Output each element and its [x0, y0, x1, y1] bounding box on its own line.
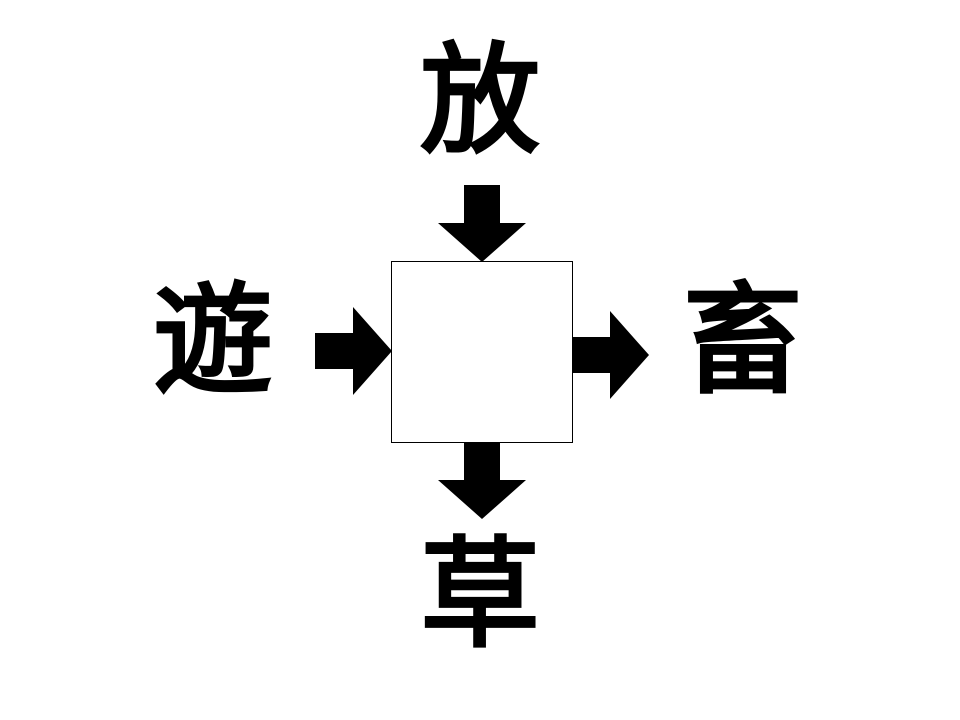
top-kanji: 放 — [420, 32, 540, 171]
right-kanji: 畜 — [683, 272, 803, 411]
arrow-down-icon — [438, 185, 526, 262]
arrow-right-icon — [572, 311, 649, 399]
answer-box[interactable] — [391, 261, 573, 443]
arrow-down-icon — [438, 442, 526, 519]
left-kanji: 遊 — [153, 272, 273, 411]
arrow-right-icon — [315, 307, 392, 395]
bottom-kanji: 草 — [420, 526, 540, 665]
